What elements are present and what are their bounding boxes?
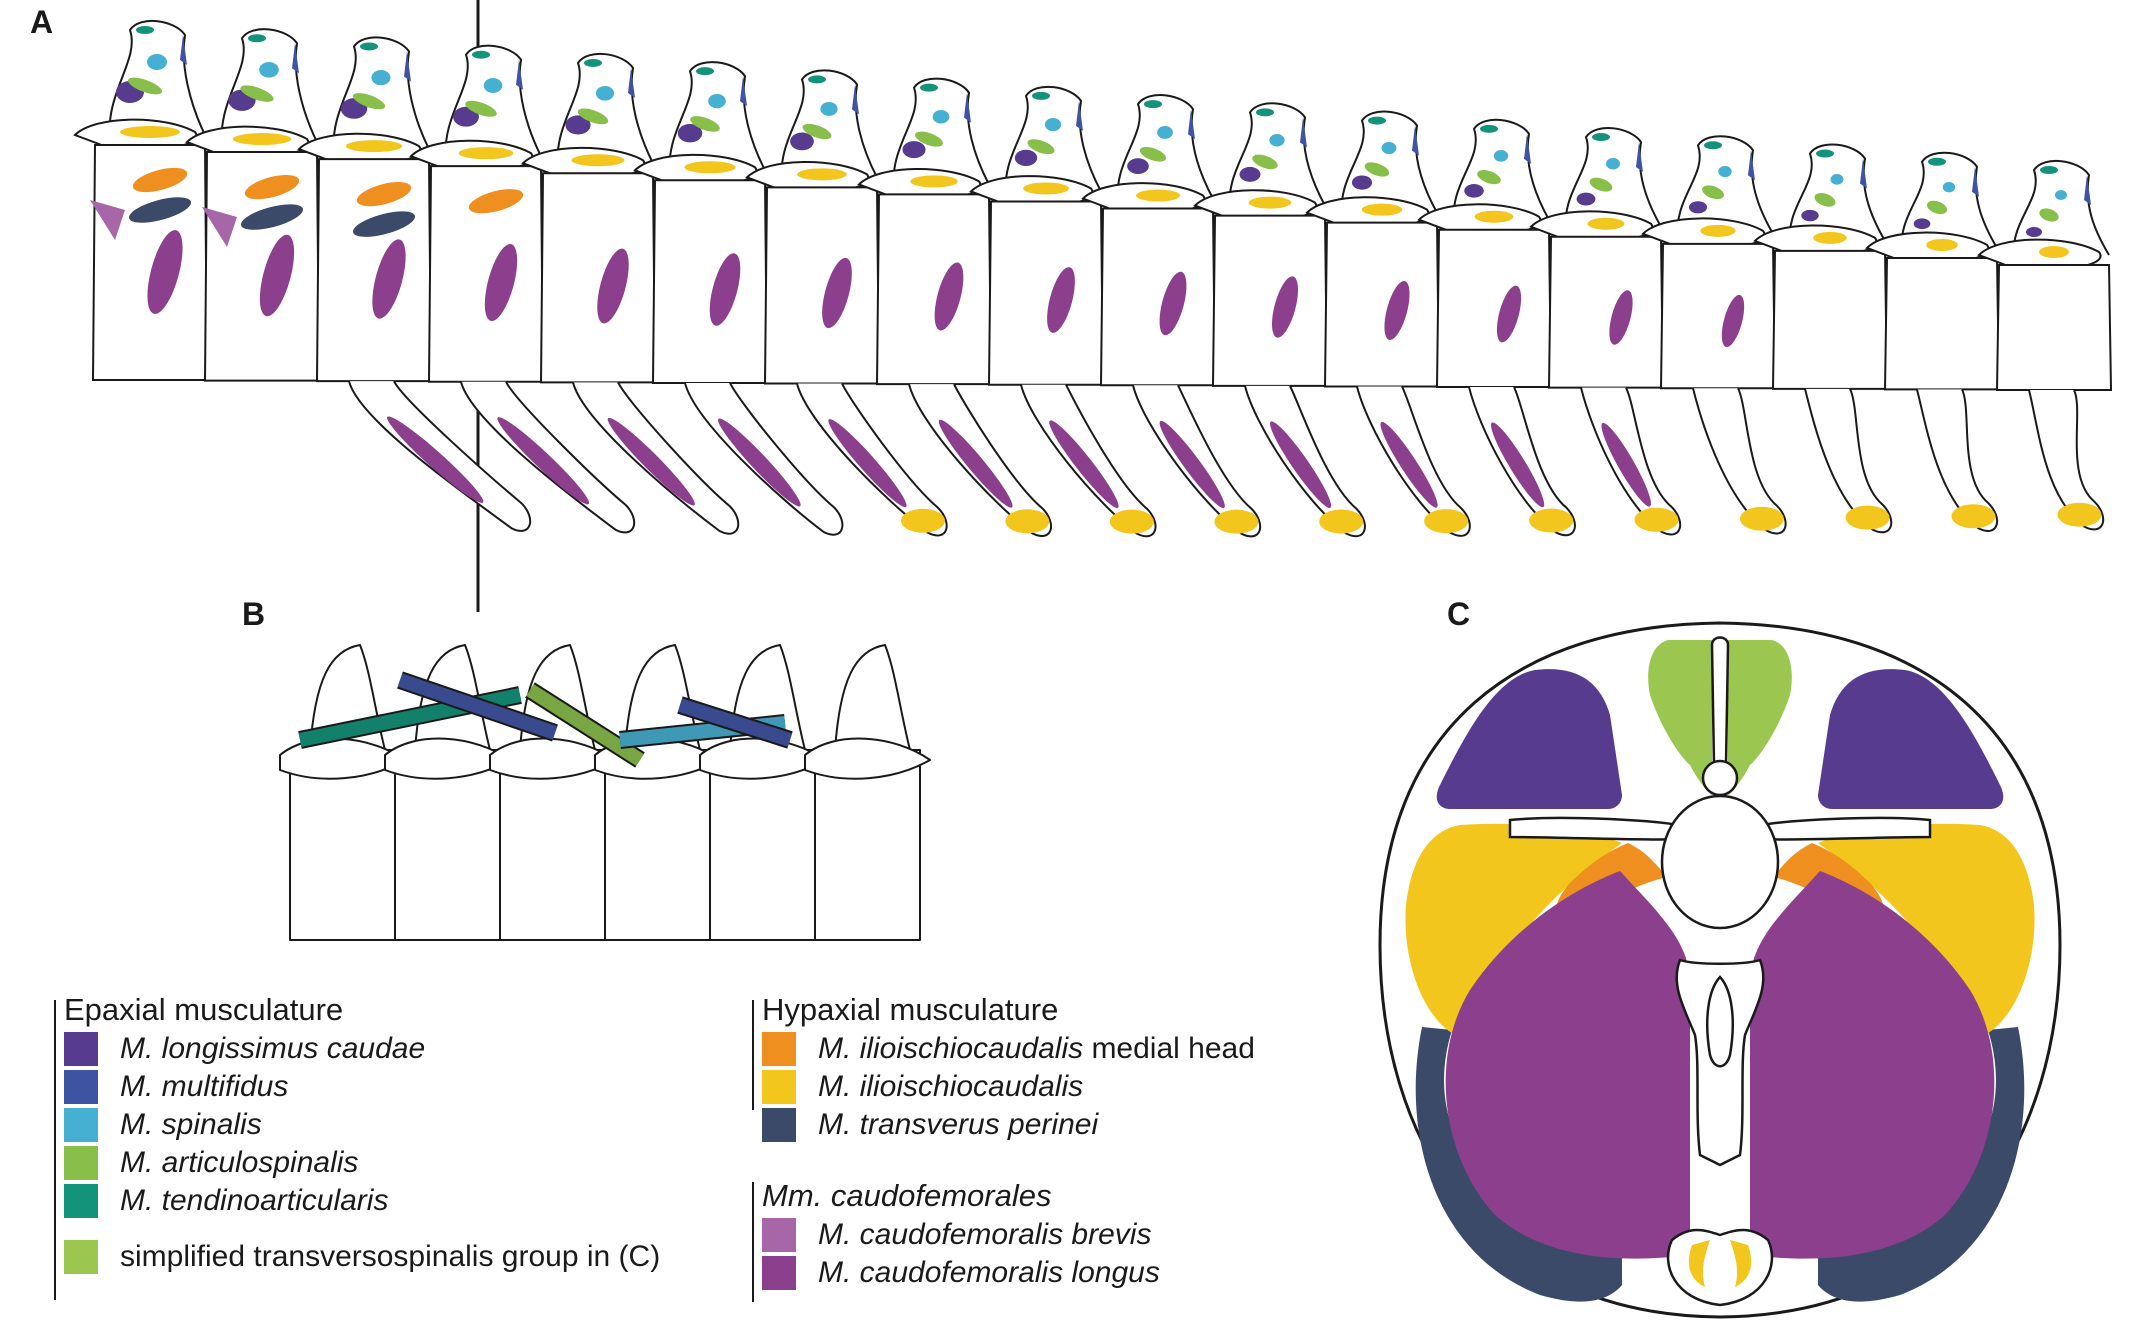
legend-heading-caudofemorales: Mm. caudofemorales (762, 1178, 1052, 1213)
panel-c-cross-section (1378, 621, 2062, 1319)
muscle-longissimus-right (1818, 669, 2004, 809)
vertebra-2 (185, 28, 321, 382)
vertebra-3 (297, 36, 532, 532)
legend-label: M. caudofemoralis longus (818, 1256, 1160, 1289)
legend-item-epaxial-1: M. longissimus caudae (64, 1030, 660, 1068)
muscle-ilioischio-ventral-right (1730, 1240, 1752, 1287)
legend-label-suffix: medial head (1083, 1032, 1255, 1065)
panel-b-vertebra-5 (699, 644, 826, 941)
legend-divider-hypaxial (752, 1000, 754, 1110)
legend-swatch (762, 1032, 796, 1066)
panel-b-band-5 (677, 698, 793, 747)
muscle-ilioischiocaudalis-right (1818, 823, 2035, 1035)
legend-divider-left (54, 1000, 56, 1300)
legend-swatch (762, 1108, 796, 1142)
panel-label-c: C (1447, 596, 1471, 632)
legend-item-epaxial-3: M. spinalis (64, 1106, 660, 1144)
legend-item-hypaxial-3: M. transverus perinei (762, 1106, 1255, 1144)
legend-item-epaxial-2: M. multifidus (64, 1068, 660, 1106)
legend-divider-caudofemorales (752, 1182, 754, 1302)
legend-item-simplified: simplified transversospinalis group in (… (64, 1238, 660, 1276)
vertebra-11 (1193, 102, 1366, 538)
vertebra-7 (745, 69, 948, 537)
vertebra-4 (409, 44, 636, 534)
legend-swatch (64, 1240, 98, 1274)
muscle-cf-longus-right (1749, 871, 1995, 1259)
panel-b-vertebra-6 (804, 644, 931, 941)
legend-item-hypaxial-2: M. ilioischiocaudalis (762, 1068, 1255, 1106)
muscle-transversospinalis-right (1728, 640, 1792, 795)
legend-label-simplified: simplified transversospinalis group in (… (120, 1240, 661, 1273)
muscle-transversospinalis-left (1648, 640, 1712, 795)
muscle-transversus-perinei-right (1818, 1027, 2025, 1302)
legend-label: M. spinalis (120, 1108, 262, 1141)
legend-swatch (762, 1256, 796, 1290)
legend-label: M. tendinoarticularis (120, 1184, 389, 1217)
legend-label: M. ilioischiocaudalis (818, 1070, 1084, 1103)
legend-heading-hypaxial: Hypaxial musculature (762, 992, 1059, 1027)
legend-item-hypaxial-1: M. ilioischiocaudalis medial head (762, 1030, 1255, 1068)
legend-epaxial: Epaxial musculature M. longissimus cauda… (64, 992, 660, 1276)
panel-b-vertebra-1 (279, 644, 406, 941)
panel-b-fascicle-diagram (279, 644, 931, 941)
legend-item-epaxial-5: M. tendinoarticularis (64, 1182, 660, 1220)
legend-swatch (64, 1108, 98, 1142)
panel-b-band-2 (397, 673, 558, 740)
legend-label: M. longissimus caudae (120, 1032, 426, 1065)
legend-swatch (64, 1146, 98, 1180)
legend-label: M. ilioischiocaudalis (818, 1032, 1084, 1065)
legend-item-caudofemorales-2: M. caudofemoralis longus (762, 1254, 1160, 1292)
legend-hypaxial: Hypaxial musculature M. ilioischiocaudal… (762, 992, 1255, 1144)
vertebra-8 (857, 77, 1052, 537)
legend-swatch (762, 1218, 796, 1252)
muscle-longissimus-left (1436, 669, 1622, 809)
muscle-cf-longus-left (1445, 871, 1691, 1259)
panel-a-vertebral-series (73, 0, 2113, 612)
legend-label: M. multifidus (120, 1070, 289, 1103)
legend-label: M. articulospinalis (120, 1146, 359, 1179)
legend-caudofemorales: Mm. caudofemorales M. caudofemoralis bre… (762, 1178, 1160, 1292)
vertebra-18 (1977, 159, 2113, 531)
vertebra-12 (1305, 110, 1471, 537)
vertebra-16 (1753, 143, 1893, 534)
vertebra-6 (633, 61, 844, 536)
vertebra-9 (969, 85, 1157, 538)
legend-swatch (64, 1070, 98, 1104)
panel-label-b: B (242, 596, 266, 632)
vertebra-5 (521, 52, 740, 535)
panel-label-a: A (30, 4, 54, 40)
legend-item-caudofemorales-1: M. caudofemoralis brevis (762, 1216, 1160, 1254)
muscle-transversus-perinei-left (1415, 1027, 1622, 1302)
legend-heading-epaxial: Epaxial musculature (64, 992, 344, 1027)
muscle-ilioischio-ventral-left (1688, 1240, 1710, 1287)
legend-label: M. transverus perinei (818, 1108, 1099, 1141)
vertebra-1 (73, 19, 209, 381)
legend-swatch (762, 1070, 796, 1104)
vertebra-17 (1865, 151, 2001, 532)
legend-swatch (64, 1032, 98, 1066)
legend-label: M. caudofemoralis brevis (818, 1218, 1152, 1251)
legend-swatch (64, 1184, 98, 1218)
panel-b-vertebra-4 (594, 644, 721, 941)
legend-item-epaxial-4: M. articulospinalis (64, 1144, 660, 1182)
vertebra-14 (1529, 127, 1682, 536)
vertebra-15 (1641, 135, 1787, 535)
muscle-ilioischiocaudalis-left (1405, 823, 1622, 1035)
